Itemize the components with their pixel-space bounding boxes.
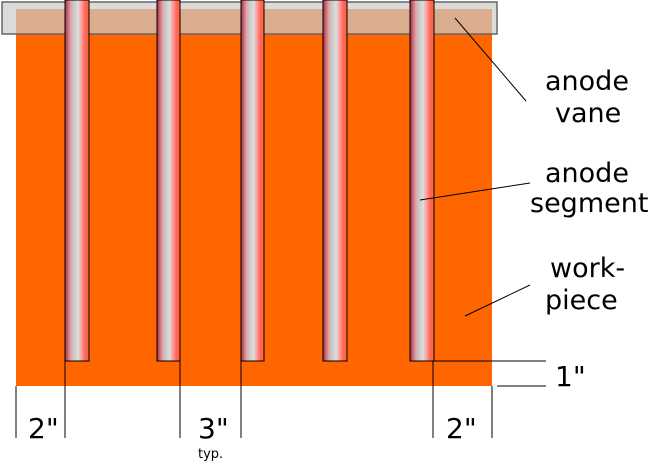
right-margin-dimension: 2" xyxy=(446,412,477,445)
anode-segment-label-1: anode xyxy=(545,158,629,189)
depth-dimension: 1" xyxy=(555,360,586,393)
anode-segments xyxy=(64,0,435,362)
anode-segment xyxy=(64,0,90,362)
anode-vane-label-2: vane xyxy=(555,98,621,129)
anode-segment xyxy=(322,0,348,362)
anode-segment xyxy=(156,0,181,362)
anode-segment xyxy=(240,0,265,362)
leader-lines xyxy=(419,17,531,317)
workpiece-label-2: piece xyxy=(545,285,618,316)
workpiece-label-1: work- xyxy=(550,253,625,284)
spacing-dimension: 3" xyxy=(198,412,229,445)
dimension-lines xyxy=(15,360,546,438)
anode-segment-label-2: segment xyxy=(530,188,648,219)
left-margin-dimension: 2" xyxy=(28,412,59,445)
anode-vane-label-1: anode xyxy=(545,66,629,97)
anode-segment xyxy=(409,0,435,362)
spacing-note: typ. xyxy=(198,447,223,462)
